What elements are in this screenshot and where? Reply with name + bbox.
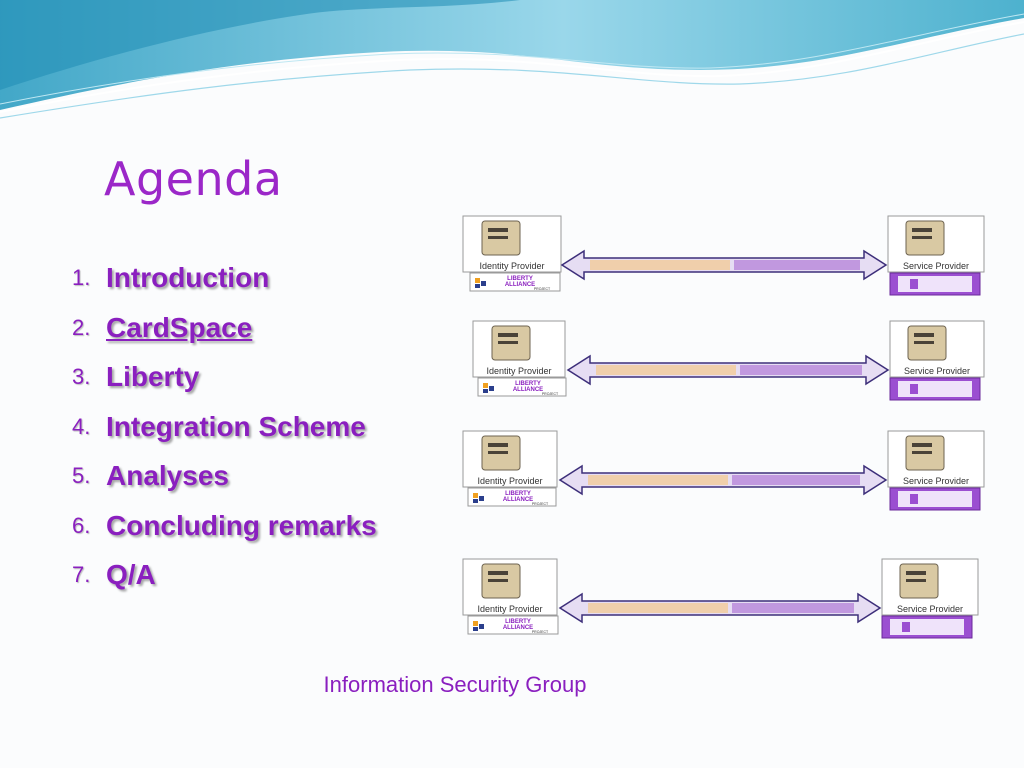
identity-provider-box: Identity Provider	[462, 430, 558, 488]
agenda-item-label: Q/A	[106, 559, 156, 590]
service-provider-box: Service Provider	[881, 558, 979, 616]
agenda-item-number: 7.	[72, 562, 91, 587]
double-arrow	[560, 249, 888, 281]
liberty-logo-line3: PROJECT	[532, 502, 549, 506]
agenda-item-label: Liberty	[106, 361, 200, 392]
server-icon	[481, 220, 521, 256]
liberty-logo-line1: LIBERTY	[507, 276, 533, 282]
agenda-item: 6. Concluding remarks	[72, 506, 377, 556]
agenda-item: 2. CardSpace	[72, 308, 377, 358]
agenda-item: 5. Analyses	[72, 456, 377, 506]
identity-provider-label: Identity Provider	[477, 604, 542, 614]
liberty-logo: LIBERTY ALLIANCE PROJECT	[477, 377, 567, 397]
agenda-list: 1. Introduction 2. CardSpace 3. Liberty …	[72, 258, 377, 605]
server-icon	[481, 435, 521, 471]
agenda-item-number: 4.	[72, 413, 91, 439]
server-icon	[905, 435, 945, 471]
provider-flow-4: Identity Provider LIBERTY ALLIANCE PROJE…	[462, 558, 982, 642]
agenda-item: 7. Q/A	[72, 555, 377, 605]
liberty-logo: LIBERTY ALLIANCE PROJECT	[469, 272, 561, 292]
server-icon	[905, 220, 945, 256]
header-wave-decoration	[0, 0, 1024, 119]
agenda-item-number: 1.	[72, 265, 91, 290]
server-icon	[481, 563, 521, 599]
cardspace-logo	[889, 377, 981, 401]
identity-provider-label: Identity Provider	[486, 366, 551, 376]
service-provider-label: Service Provider	[904, 366, 970, 376]
provider-flow-3: Identity Provider LIBERTY ALLIANCE PROJE…	[462, 430, 985, 514]
identity-provider-label: Identity Provider	[479, 261, 544, 271]
liberty-logo-line2: ALLIANCE	[505, 282, 535, 288]
identity-provider-box: Identity Provider	[462, 215, 562, 273]
liberty-logo-line3: PROJECT	[534, 287, 551, 291]
agenda-item-link[interactable]: CardSpace	[106, 311, 253, 343]
agenda-item: 1. Introduction	[72, 258, 377, 308]
double-arrow	[558, 464, 888, 496]
agenda-item-number: 3.	[72, 364, 91, 389]
liberty-logo-line3: PROJECT	[542, 392, 559, 396]
agenda-item-label: Introduction	[106, 262, 270, 293]
liberty-logo: LIBERTY ALLIANCE PROJECT	[467, 487, 557, 507]
cardspace-logo	[881, 615, 973, 639]
provider-flow-1: Identity Provider LIBERTY ALLIANCE PROJE…	[462, 215, 985, 299]
service-provider-label: Service Provider	[903, 476, 969, 486]
identity-provider-box: Identity Provider	[472, 320, 566, 378]
agenda-item: 3. Liberty	[72, 357, 377, 407]
agenda-item-number: 6.	[72, 512, 91, 538]
double-arrow	[558, 592, 882, 624]
double-arrow	[566, 354, 890, 386]
liberty-logo-line2: ALLIANCE	[503, 625, 533, 631]
agenda-item-number: 2.	[72, 314, 91, 340]
liberty-logo-line2: ALLIANCE	[513, 387, 543, 393]
provider-flow-2: Identity Provider LIBERTY ALLIANCE PROJE…	[462, 320, 985, 404]
cardspace-logo	[889, 272, 981, 296]
agenda-item-label: Integration Scheme	[106, 410, 366, 442]
liberty-logo-line3: PROJECT	[532, 630, 549, 634]
liberty-logo-line1: LIBERTY	[505, 619, 531, 625]
agenda-item-label: Analyses	[106, 460, 229, 491]
service-provider-label: Service Provider	[903, 261, 969, 271]
service-provider-box: Service Provider	[887, 215, 985, 273]
liberty-logo: LIBERTY ALLIANCE PROJECT	[467, 615, 559, 635]
agenda-item-number: 5.	[72, 463, 91, 488]
footer-text: Information Security Group	[323, 672, 587, 697]
identity-provider-label: Identity Provider	[477, 476, 542, 486]
slide-title: Agenda	[104, 152, 283, 206]
agenda-item: 4. Integration Scheme	[72, 407, 377, 457]
service-provider-box: Service Provider	[887, 430, 985, 488]
server-icon	[899, 563, 939, 599]
cardspace-logo	[889, 487, 981, 511]
server-icon	[907, 325, 947, 361]
agenda-item-label: Concluding remarks	[106, 509, 377, 541]
service-provider-label: Service Provider	[897, 604, 963, 614]
liberty-logo-line1: LIBERTY	[515, 381, 541, 387]
identity-provider-box: Identity Provider	[462, 558, 558, 616]
server-icon	[491, 325, 531, 361]
service-provider-box: Service Provider	[889, 320, 985, 378]
liberty-logo-line1: LIBERTY	[505, 491, 531, 497]
liberty-logo-line2: ALLIANCE	[503, 497, 533, 503]
